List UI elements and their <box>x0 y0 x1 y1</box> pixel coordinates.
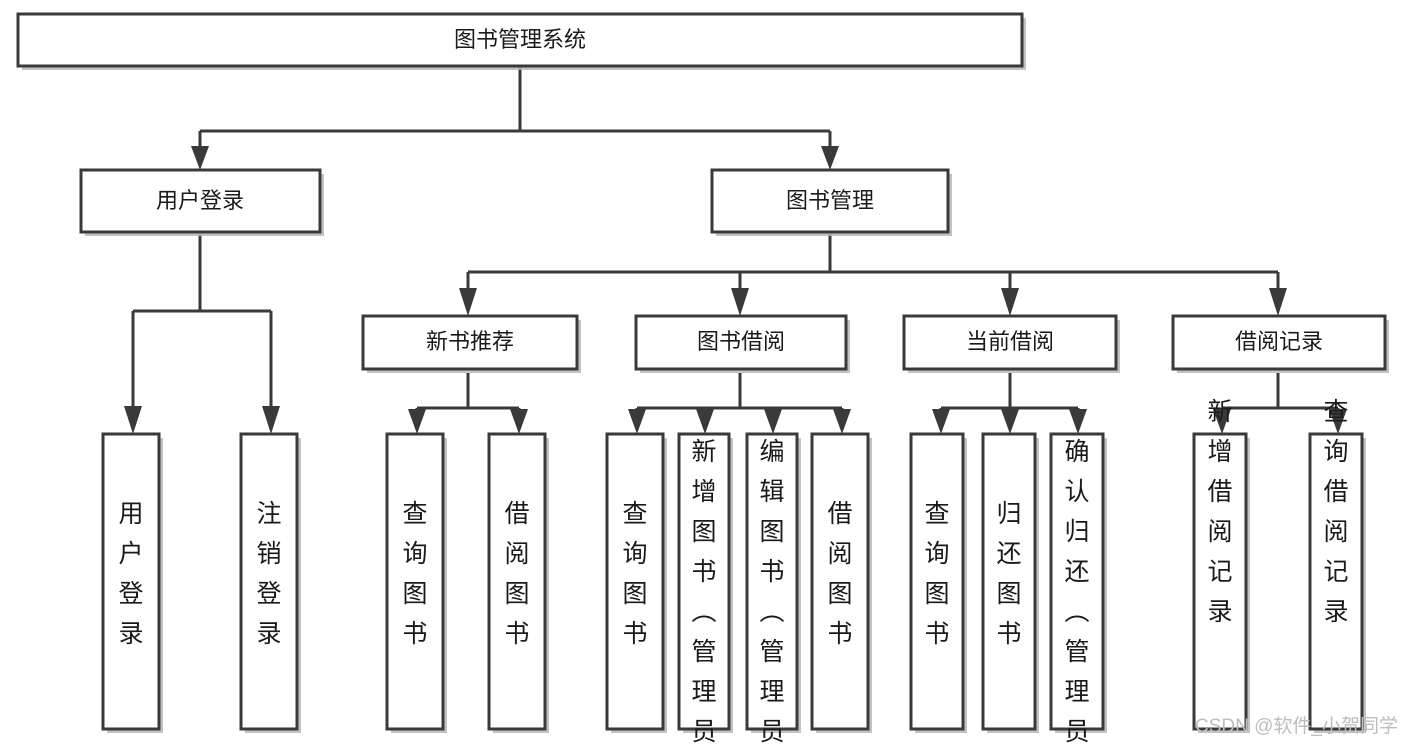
leaf-node[interactable]: 查询图书 <box>385 432 447 733</box>
leaf-node[interactable]: 借阅图书 <box>810 432 872 733</box>
leaf-user-login-label: 用户登录 <box>118 500 143 648</box>
arrowhead-login-leaf2 <box>262 406 280 434</box>
leaf-recommend-borrow-box[interactable] <box>487 432 547 731</box>
arrowhead-bookmgmt-c1 <box>459 288 477 316</box>
leaf-node[interactable]: 用户登录 <box>101 432 163 733</box>
leaf-borrow-add-box[interactable] <box>677 432 731 731</box>
leaf-node[interactable]: 查询借阅记录 <box>1308 398 1366 733</box>
node-user-login-box[interactable] <box>79 168 322 234</box>
arrowhead-borrow-leaf4 <box>833 409 851 434</box>
arrowhead-current-leaf3 <box>1069 409 1087 434</box>
leaf-node[interactable]: 编辑图书︵管理员︶ <box>745 432 801 747</box>
leaf-node[interactable]: 确认归还︵管理员︶ <box>1049 432 1107 747</box>
arrowhead-bookmgmt-c4 <box>1269 288 1287 316</box>
leaf-current-return-label: 归还图书 <box>996 500 1021 648</box>
arrowhead-current-leaf1 <box>932 409 950 434</box>
leaf-node[interactable]: 新增借阅记录 <box>1192 398 1250 733</box>
leaf-recommend-query-label: 查询图书 <box>402 500 427 648</box>
node-borrow-record-label: 借阅记录 <box>1235 329 1323 354</box>
leaf-node[interactable]: 借阅图书 <box>487 432 549 733</box>
arrowhead-bookmgmt-c2 <box>731 288 749 316</box>
leaf-current-query-label: 查询图书 <box>924 500 949 648</box>
leaf-record-query-box[interactable] <box>1308 432 1364 731</box>
node-current-borrow[interactable]: 当前借阅 <box>902 314 1120 373</box>
leaf-recommend-borrow-label: 借阅图书 <box>504 500 529 648</box>
node-borrow-record-box[interactable] <box>1171 314 1387 371</box>
arrowhead-borrow-leaf2 <box>696 409 714 434</box>
node-root-box[interactable] <box>16 12 1024 68</box>
arrowhead-root-to-login <box>191 146 209 170</box>
leaf-current-return-box[interactable] <box>981 432 1037 731</box>
node-new-book-recommend[interactable]: 新书推荐 <box>361 314 581 373</box>
node-user-login-label: 用户登录 <box>156 188 244 213</box>
node-new-book-recommend-label: 新书推荐 <box>426 329 514 354</box>
leaf-record-add-label: 新增借阅记录 <box>1207 398 1232 626</box>
node-new-book-recommend-box[interactable] <box>361 314 579 371</box>
leaf-node[interactable]: 注销登录 <box>239 432 301 733</box>
node-book-borrow[interactable]: 图书借阅 <box>634 314 850 373</box>
leaf-borrow-do-box[interactable] <box>810 432 870 731</box>
leaf-node[interactable]: 归还图书 <box>981 432 1039 733</box>
node-root[interactable]: 图书管理系统 <box>16 12 1026 70</box>
leaf-borrow-edit-box[interactable] <box>745 432 799 731</box>
leaf-node[interactable]: 查询图书 <box>605 432 667 733</box>
leaf-borrow-edit-label: 编辑图书︵管理员︶ <box>759 438 784 747</box>
leaf-recommend-query-box[interactable] <box>385 432 445 731</box>
arrowhead-recommend-leaf1 <box>408 409 426 434</box>
leaf-borrow-add-label: 新增图书︵管理员︶ <box>691 438 716 747</box>
leaf-current-confirm-label: 确认归还︵管理员︶ <box>1064 438 1089 747</box>
node-book-borrow-label: 图书借阅 <box>697 329 785 354</box>
leaf-node[interactable]: 新增图书︵管理员︶ <box>677 432 733 747</box>
leaf-node[interactable]: 查询图书 <box>909 432 967 733</box>
node-book-management-label: 图书管理 <box>786 188 874 213</box>
arrowhead-current-leaf2 <box>1001 409 1019 434</box>
leaf-borrow-query-box[interactable] <box>605 432 665 731</box>
leaf-record-query-label: 查询借阅记录 <box>1323 398 1348 626</box>
connectors-layer <box>124 67 1347 434</box>
node-current-borrow-box[interactable] <box>902 314 1118 371</box>
node-borrow-record[interactable]: 借阅记录 <box>1171 314 1389 373</box>
arrowhead-borrow-leaf3 <box>764 409 782 434</box>
node-current-borrow-label: 当前借阅 <box>966 329 1054 354</box>
node-book-borrow-box[interactable] <box>634 314 848 371</box>
leaf-borrow-do-label: 借阅图书 <box>827 500 852 648</box>
arrowhead-record-leaf2 <box>1329 409 1347 434</box>
arrowhead-borrow-leaf1 <box>628 409 646 434</box>
arrowhead-recommend-leaf2 <box>510 409 528 434</box>
leaf-borrow-query-label: 查询图书 <box>622 500 647 648</box>
leaf-current-query-box[interactable] <box>909 432 965 731</box>
node-user-login[interactable]: 用户登录 <box>79 168 324 236</box>
node-book-management-box[interactable] <box>710 168 950 234</box>
arrowhead-bookmgmt-c3 <box>1001 288 1019 316</box>
leaf-record-add-box[interactable] <box>1192 432 1248 731</box>
arrowhead-login-leaf1 <box>124 406 142 434</box>
leaf-current-confirm-box[interactable] <box>1049 432 1105 731</box>
leaf-logout-box[interactable] <box>239 432 299 731</box>
node-book-management[interactable]: 图书管理 <box>710 168 952 236</box>
leaf-user-login-box[interactable] <box>101 432 161 731</box>
arrowhead-record-leaf1 <box>1213 409 1231 434</box>
leaf-logout-label: 注销登录 <box>256 500 281 648</box>
arrowhead-root-to-bookmgmt <box>821 146 839 170</box>
csdn-watermark: CSDN @软件_小贺同学 <box>1195 715 1398 737</box>
node-root-label: 图书管理系统 <box>454 27 586 52</box>
